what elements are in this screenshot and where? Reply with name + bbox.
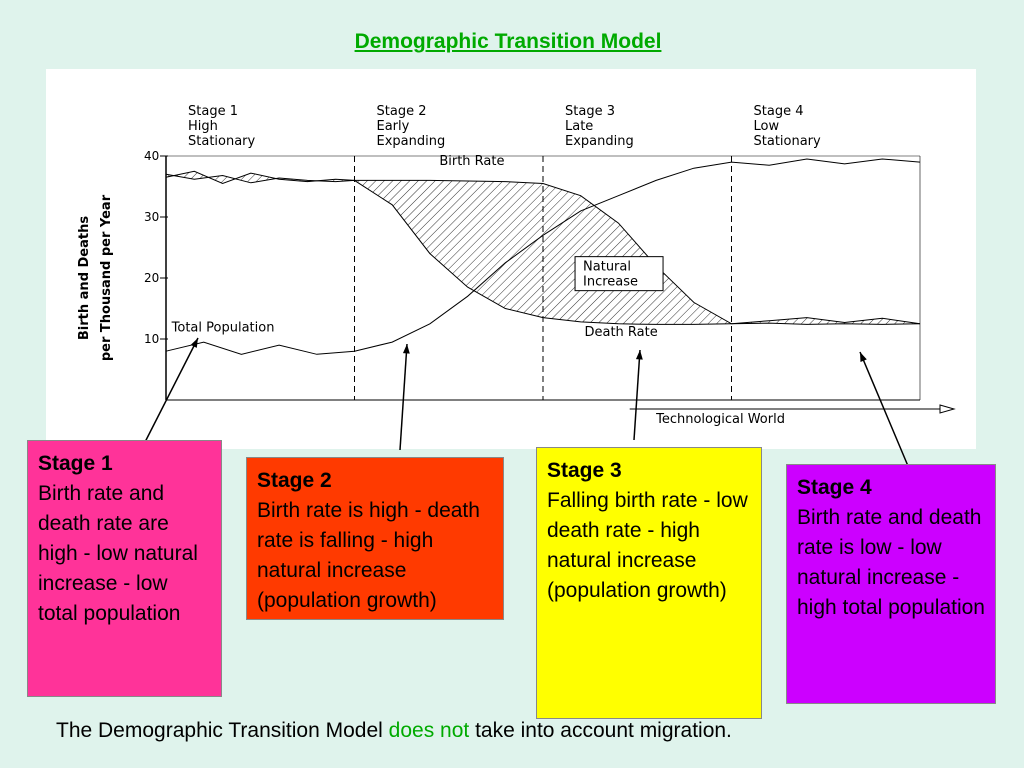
natural-increase-box [574, 256, 664, 292]
stage-header-line1: Early [377, 119, 410, 134]
footer-note: The Demographic Transition Model does no… [56, 719, 732, 743]
stage-4-box: Stage 4 Birth rate and death rate is low… [786, 464, 996, 704]
total-population-line [165, 158, 921, 355]
stage-3-text: Falling birth rate - low death rate - hi… [547, 489, 748, 602]
y-tick-label: 40 [144, 149, 159, 163]
stage-header-name: Stage 3 [565, 104, 615, 119]
stage-header-name: Stage 1 [188, 104, 238, 119]
natural-increase-label-2: Increase [583, 275, 638, 290]
technological-world-label: Technological World [655, 412, 785, 427]
natural-increase-label-1: Natural [583, 260, 631, 275]
death-rate-line [165, 173, 921, 325]
stage-3-heading: Stage 3 [547, 459, 622, 482]
natural-increase-area [166, 171, 920, 325]
death-rate-label: Death Rate [584, 325, 657, 340]
birth-rate-line [165, 170, 921, 325]
stage-2-box: Stage 2 Birth rate is high - death rate … [246, 457, 504, 620]
stage-2-heading: Stage 2 [257, 469, 332, 492]
stage-header-line2: Stationary [754, 134, 822, 149]
stage-header-line2: Expanding [377, 134, 446, 149]
y-axis-label-2: per Thousand per Year [99, 194, 114, 361]
y-tick-label: 10 [144, 332, 159, 346]
stage-1-heading: Stage 1 [38, 452, 113, 475]
footer-text-1: The Demographic Transition Model [56, 719, 389, 742]
stage-4-heading: Stage 4 [797, 476, 872, 499]
stage-header-line1: High [188, 119, 218, 134]
stage-header-name: Stage 4 [754, 104, 804, 119]
stage-1-text: Birth rate and death rate are high - low… [38, 482, 198, 625]
footer-text-2: take into account migration. [469, 719, 732, 742]
stage-header-line2: Stationary [188, 134, 256, 149]
technological-world-arrowhead [939, 404, 956, 414]
stage-header-line2: Expanding [565, 134, 634, 149]
stage-header-line1: Late [565, 119, 593, 134]
stage-3-box: Stage 3 Falling birth rate - low death r… [536, 447, 762, 719]
stage-1-box: Stage 1 Birth rate and death rate are hi… [27, 440, 222, 697]
y-axis-label-1: Birth and Deaths [77, 216, 92, 340]
birth-rate-label: Birth Rate [439, 154, 504, 169]
y-tick-label: 20 [144, 271, 159, 285]
stage-4-text: Birth rate and death rate is low - low n… [797, 506, 985, 619]
stage-header-line1: Low [754, 119, 780, 134]
stage-header-name: Stage 2 [377, 104, 427, 119]
y-tick-label: 30 [144, 210, 159, 224]
total-population-label: Total Population [171, 321, 275, 336]
stage-2-text: Birth rate is high - death rate is falli… [257, 499, 480, 612]
footer-highlight: does not [388, 719, 470, 742]
page-title: Demographic Transition Model [354, 30, 662, 53]
